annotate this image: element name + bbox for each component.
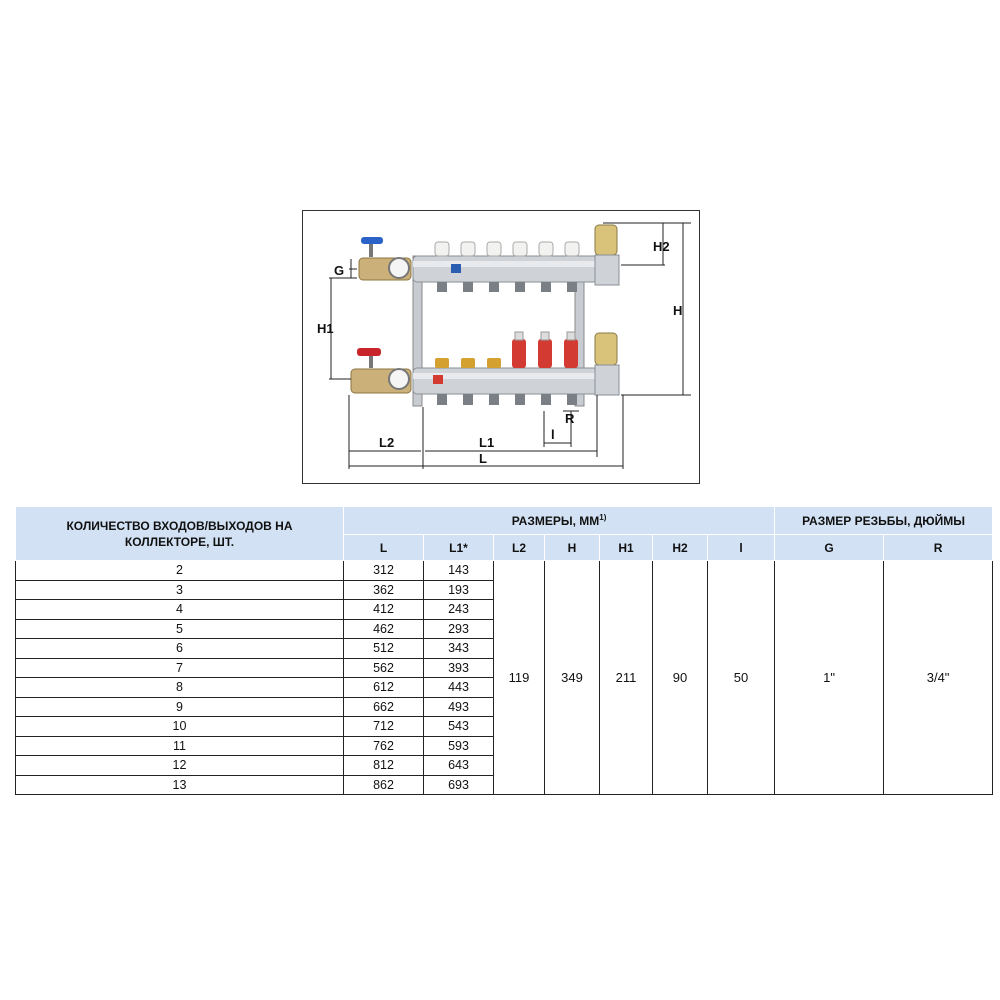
cell-H-merged: 349 [544, 560, 600, 795]
cell-qty: 12 [15, 755, 344, 776]
dimensions-table: КОЛИЧЕСТВО ВХОДОВ/ВЫХОДОВ НА КОЛЛЕКТОРЕ,… [15, 506, 994, 795]
table-row: 6 512 343 [15, 638, 993, 659]
cell-L: 462 [343, 618, 424, 639]
upper-outlets [437, 282, 577, 292]
col-H1: H1 [599, 534, 653, 561]
cell-qty: 10 [15, 716, 344, 737]
lower-outlets [437, 394, 577, 405]
table-row: 8 612 443 [15, 677, 993, 698]
cell-L1: 143 [423, 560, 494, 581]
manifold-illustration: G H1 H2 H L2 L1 L l R [317, 222, 691, 469]
col-R: R [883, 534, 994, 561]
label-H: H [673, 303, 682, 318]
header-qty: КОЛИЧЕСТВО ВХОДОВ/ВЫХОДОВ НА КОЛЛЕКТОРЕ,… [15, 506, 344, 561]
label-H1: H1 [317, 321, 334, 336]
label-H2: H2 [653, 239, 670, 254]
lower-thermometer [388, 368, 410, 390]
label-G: G [334, 263, 344, 278]
label-l: l [551, 427, 555, 442]
blue-valve-handle [361, 237, 383, 244]
cell-qty: 13 [15, 774, 344, 795]
col-L: L [343, 534, 424, 561]
upper-manifold-bar [412, 255, 599, 283]
cell-L1: 543 [423, 716, 494, 737]
cell-R-merged: 3/4" [883, 560, 994, 795]
dimension-lines [329, 222, 691, 469]
red-marker [433, 375, 443, 384]
cell-qty: 3 [15, 579, 344, 600]
col-H2: H2 [652, 534, 708, 561]
cell-L1: 643 [423, 755, 494, 776]
cell-L1: 393 [423, 657, 494, 678]
cell-L1: 693 [423, 774, 494, 795]
cell-G-merged: 1" [774, 560, 885, 795]
red-valve-handle [357, 348, 381, 356]
lower-flowmeters [435, 331, 578, 368]
table-row: 12 812 643 [15, 755, 993, 776]
upper-air-vent [594, 224, 618, 256]
cell-L1: 443 [423, 677, 494, 698]
upper-valve-caps [434, 241, 580, 257]
cell-qty: 4 [15, 599, 344, 620]
col-G: G [774, 534, 885, 561]
cell-qty: 11 [15, 735, 344, 756]
cell-L1: 343 [423, 638, 494, 659]
cell-L: 712 [343, 716, 424, 737]
lower-air-vent [594, 332, 618, 366]
header-thread: РАЗМЕР РЕЗЬБЫ, ДЮЙМЫ [774, 506, 994, 535]
label-L: L [479, 451, 487, 466]
col-L1: L1* [423, 534, 494, 561]
header-dimensions: РАЗМЕРЫ, ММ1) [342, 506, 776, 535]
cell-L: 662 [343, 696, 424, 717]
cell-qty: 7 [15, 657, 344, 678]
cell-L: 862 [343, 774, 424, 795]
label-L2: L2 [379, 435, 394, 450]
cell-L: 612 [343, 677, 424, 698]
col-l: l [706, 534, 776, 561]
cell-L: 762 [343, 735, 424, 756]
cell-qty: 5 [15, 618, 344, 639]
cell-L: 562 [343, 657, 424, 678]
cell-qty: 9 [15, 696, 344, 717]
table-row: 3 362 193 [15, 579, 993, 600]
table-row: 7 562 393 [15, 657, 993, 678]
cell-L: 312 [343, 560, 424, 581]
col-H: H [544, 534, 600, 561]
cell-H2-merged: 90 [652, 560, 708, 795]
cell-L2-merged: 119 [493, 560, 545, 795]
label-L1: L1 [479, 435, 494, 450]
cell-qty: 2 [15, 560, 344, 581]
cell-L1: 493 [423, 696, 494, 717]
blue-marker [451, 264, 461, 273]
table-row: 10 712 543 [15, 716, 993, 737]
table-row: 13 862 693 [15, 774, 993, 795]
cell-L1: 243 [423, 599, 494, 620]
cell-L1: 193 [423, 579, 494, 600]
cell-L: 412 [343, 599, 424, 620]
cell-L1: 293 [423, 618, 494, 639]
cell-L: 812 [343, 755, 424, 776]
label-R: R [565, 411, 575, 426]
cell-qty: 8 [15, 677, 344, 698]
cell-H1-merged: 211 [599, 560, 653, 795]
cell-l-merged: 50 [706, 560, 776, 795]
cell-L: 362 [343, 579, 424, 600]
cell-L1: 593 [423, 735, 494, 756]
cell-qty: 6 [15, 638, 344, 659]
col-L2: L2 [493, 534, 545, 561]
table-row: 2 312 143 119 349 211 90 50 1" 3/4" [15, 560, 994, 795]
manifold-drawing: G H1 H2 H L2 L1 L l R [302, 210, 700, 484]
upper-thermometer [388, 257, 410, 279]
cell-L: 512 [343, 638, 424, 659]
